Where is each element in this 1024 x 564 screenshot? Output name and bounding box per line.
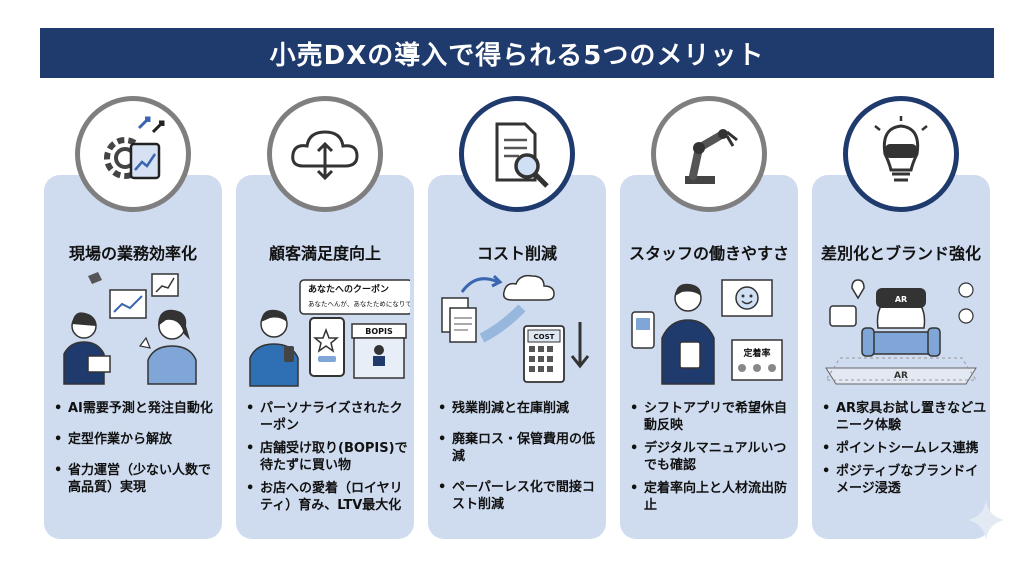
card-title-staff-workability: スタッフの働きやすさ (628, 244, 789, 263)
customer-satisfaction-illustration: あなたへのクーポン あなたへんが、あなたためになりです！ BOPIS (249, 279, 410, 387)
bullet-item: 定着率向上と人材流出防止 (630, 480, 796, 514)
cloud-sync-icon (267, 96, 383, 212)
bullet-item: AI需要予測と発注自動化 (54, 400, 220, 417)
ar-floor-label: AR (894, 371, 908, 381)
brand-differentiation-illustration: AR AR (825, 279, 977, 385)
bullet-item: 店舗受け取り(BOPIS)で待たずに買い物 (246, 440, 412, 474)
bullet-item: AR家具お試し置きなどユニーク体験 (822, 400, 988, 434)
bullet-item: 残業削減と在庫削減 (438, 400, 604, 417)
bullet-item: ポイントシームレス連携 (822, 440, 988, 457)
retention-board-label: 定着率 (742, 347, 770, 359)
card-title-cost-reduction: コスト削減 (476, 244, 557, 263)
bullet-item: シフトアプリで希望休自動反映 (630, 400, 796, 434)
card-title-brand-differentiation: 差別化とブランド強化 (820, 244, 981, 263)
document-search-icon (459, 96, 575, 212)
bullet-item: デジタルマニュアルいつでも確認 (630, 440, 796, 474)
coupon-bubble-title: あなたへのクーポン (308, 283, 389, 295)
calculator-label: COST (534, 333, 555, 341)
bopis-sign: BOPIS (365, 327, 393, 336)
bullet-item: 省力運営（少ない人数で高品質）実現 (54, 462, 220, 496)
bullet-item: 廃棄ロス・保管費用の低減 (438, 431, 604, 465)
card-title-efficiency: 現場の業務効率化 (68, 244, 197, 263)
coupon-bubble-text: あなたへんが、あなたためになりです！ (308, 299, 410, 308)
staff-workability-illustration: 定着率 (631, 279, 783, 385)
card-title-customer-satisfaction: 顧客満足度向上 (268, 244, 381, 263)
bullet-item: パーソナライズされたクーポン (246, 400, 412, 434)
staff-workability-bullets: シフトアプリで希望休自動反映 デジタルマニュアルいつでも確認 定着率向上と人材流… (630, 400, 796, 520)
customer-satisfaction-bullets: パーソナライズされたクーポン 店舗受け取り(BOPIS)で待たずに買い物 お店へ… (246, 400, 412, 520)
cost-reduction-bullets: 残業削減と在庫削減 廃棄ロス・保管費用の低減 ペーパーレス化で間接コスト削減 (438, 400, 604, 527)
bullet-item: ポジティブなブランドイメージ浸透 (822, 463, 988, 497)
efficiency-bullets: AI需要予測と発注自動化 定型作業から解放 省力運営（少ない人数で高品質）実現 (54, 400, 220, 510)
bullet-item: ペーパーレス化で間接コスト削減 (438, 479, 604, 513)
cost-reduction-illustration: COST (441, 274, 590, 383)
gear-tablet-icon (75, 96, 191, 212)
bullet-item: お店への愛着（ロイヤリティ）育み、LTV最大化 (246, 480, 412, 514)
efficiency-illustration (63, 272, 197, 385)
brand-differentiation-bullets: AR家具お試し置きなどユニーク体験 ポイントシームレス連携 ポジティブなブランド… (822, 400, 988, 503)
headset-label: AR (895, 295, 907, 304)
bullet-item: 定型作業から解放 (54, 431, 220, 448)
robot-arm-icon (651, 96, 767, 212)
vr-bulb-icon (843, 96, 959, 212)
sparkle-icon (968, 500, 1004, 540)
page-title: 小売DXの導入で得られる5つのメリット (40, 28, 994, 78)
